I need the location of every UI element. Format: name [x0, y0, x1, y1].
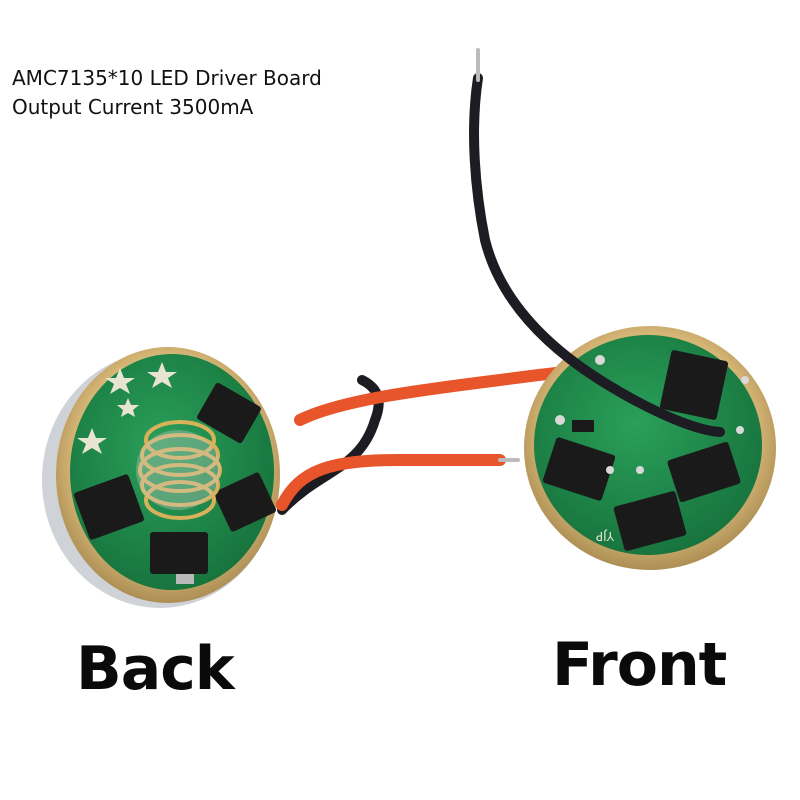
black-wire-front [469, 73, 725, 437]
spring-icon [138, 420, 222, 520]
back-chip-tab [176, 574, 194, 584]
back-chip-4 [74, 474, 144, 540]
front-pads [555, 355, 749, 474]
caption-line-2: Output Current 3500mA [12, 95, 254, 119]
caption: AMC7135*10 LED Driver Board Output Curre… [12, 64, 322, 122]
front-label: Front [552, 630, 727, 700]
front-resistor [572, 420, 594, 432]
black-wire-back [277, 375, 384, 515]
back-chip-2 [214, 472, 276, 532]
spring-pad [136, 430, 220, 510]
star-icon [77, 362, 177, 454]
back-board [42, 347, 280, 608]
back-label: Back [76, 634, 235, 704]
front-wire [469, 48, 725, 437]
front-chip-2 [542, 437, 616, 501]
pcb-marking: YJP [596, 529, 615, 543]
front-chips [542, 350, 741, 551]
front-chip-3 [667, 441, 741, 503]
front-chip-1 [659, 350, 729, 420]
red-wire-lower [276, 453, 506, 511]
back-chip-1 [197, 382, 261, 444]
caption-line-1: AMC7135*10 LED Driver Board [12, 66, 322, 90]
front-chip-4 [613, 491, 687, 551]
back-chip-3 [150, 532, 208, 574]
front-board: YJP [524, 326, 776, 570]
